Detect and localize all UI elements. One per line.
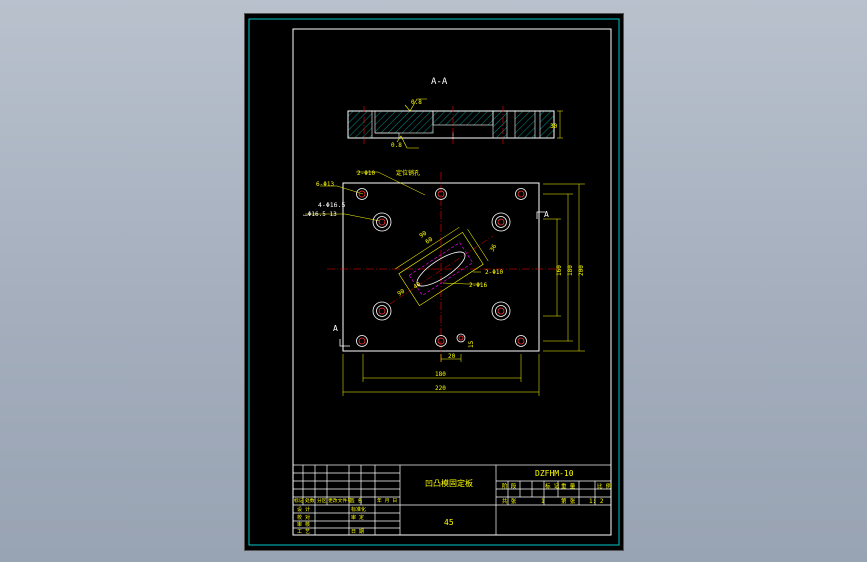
annot-pin-holes: 2-Φ10 bbox=[485, 269, 503, 276]
drawing-sheet: A-A 0. bbox=[244, 13, 624, 551]
hole bbox=[356, 188, 368, 200]
role-label: 审 核 bbox=[297, 521, 310, 528]
hole bbox=[356, 335, 368, 347]
role-label: 设 计 bbox=[297, 506, 310, 513]
dim-200: 200 bbox=[578, 265, 585, 276]
dim-90-a: 90 bbox=[418, 230, 428, 240]
title-header-mark: 标 记 bbox=[545, 482, 560, 490]
hole bbox=[515, 188, 527, 200]
rev-label: 签 名 bbox=[350, 497, 363, 504]
annot-dowel-holes-note: 定位销孔 bbox=[396, 169, 420, 177]
annot-dowel-holes: 2-Φ10 bbox=[357, 170, 375, 177]
annot-4-holes: 4-Φ16.5 bbox=[318, 201, 345, 209]
hole bbox=[491, 212, 511, 232]
hole bbox=[515, 335, 527, 347]
section-marker-right: A bbox=[544, 210, 549, 219]
title-material: 45 bbox=[444, 518, 454, 527]
dim-15: 15 bbox=[468, 340, 475, 348]
roughness-label-2: 0.8 bbox=[391, 142, 402, 149]
title-header-stage: 阶 段 bbox=[502, 482, 517, 490]
title-header-ratio: 比 例 bbox=[597, 482, 612, 490]
dim-60: 60 bbox=[424, 236, 434, 246]
title-quantity: 1 bbox=[541, 498, 545, 505]
dim-220: 220 bbox=[435, 385, 446, 392]
dim-36: 36 bbox=[489, 243, 499, 253]
annot-6-holes: 6-Φ13 bbox=[316, 181, 334, 188]
title-block bbox=[292, 464, 612, 536]
title-part-name: 凹凸模固定板 bbox=[425, 478, 473, 488]
outer-frame bbox=[248, 18, 620, 546]
role-label: 工 艺 bbox=[297, 529, 310, 535]
rev-label: 分区 bbox=[317, 497, 327, 504]
hole bbox=[456, 333, 466, 343]
cad-drawing: A-A 0. bbox=[248, 18, 620, 546]
title-sheet-total: 共 张 bbox=[502, 497, 517, 505]
dim-180: 180 bbox=[567, 265, 574, 276]
hole bbox=[372, 212, 392, 232]
hole bbox=[491, 301, 511, 321]
annot-counterbore: ⌴Φ16.5 13 bbox=[303, 211, 337, 218]
inner-border bbox=[292, 28, 612, 536]
section-height-dim: 30 bbox=[550, 123, 558, 130]
title-sheet-no: 第 张 bbox=[561, 497, 576, 505]
annot-16-holes: 2-Φ16 bbox=[469, 282, 487, 289]
dim-180-horizontal: 180 bbox=[435, 371, 446, 378]
role-extra-label: 标准化 bbox=[351, 506, 366, 513]
dim-90-b: 90 bbox=[396, 288, 406, 298]
rev-label: 年 月 日 bbox=[377, 497, 397, 504]
role-extra-label: 日 期 bbox=[351, 529, 364, 535]
section-view bbox=[347, 98, 563, 149]
hole bbox=[435, 188, 447, 200]
section-marker-left: A bbox=[333, 324, 338, 333]
dim-20: 20 bbox=[448, 353, 456, 360]
title-scale: 1: 2 bbox=[589, 498, 604, 505]
roughness-label-1: 0.8 bbox=[411, 99, 422, 106]
rev-label: 处数 bbox=[305, 497, 315, 504]
plan-view bbox=[305, 171, 585, 396]
role-label: 校 对 bbox=[297, 514, 310, 521]
title-drawing-no: DZFHM-10 bbox=[535, 469, 574, 478]
dim-160: 160 bbox=[556, 265, 563, 276]
hole bbox=[372, 301, 392, 321]
holes bbox=[356, 188, 527, 347]
section-title: A-A bbox=[431, 77, 448, 87]
title-header-weight: 重 量 bbox=[561, 482, 576, 490]
role-extra-label: 审 定 bbox=[351, 514, 364, 521]
dim-40: 40 bbox=[412, 281, 422, 291]
rev-label: 标记 bbox=[294, 497, 304, 504]
hole bbox=[435, 335, 447, 347]
rev-label: 更改文件号 bbox=[328, 497, 352, 504]
